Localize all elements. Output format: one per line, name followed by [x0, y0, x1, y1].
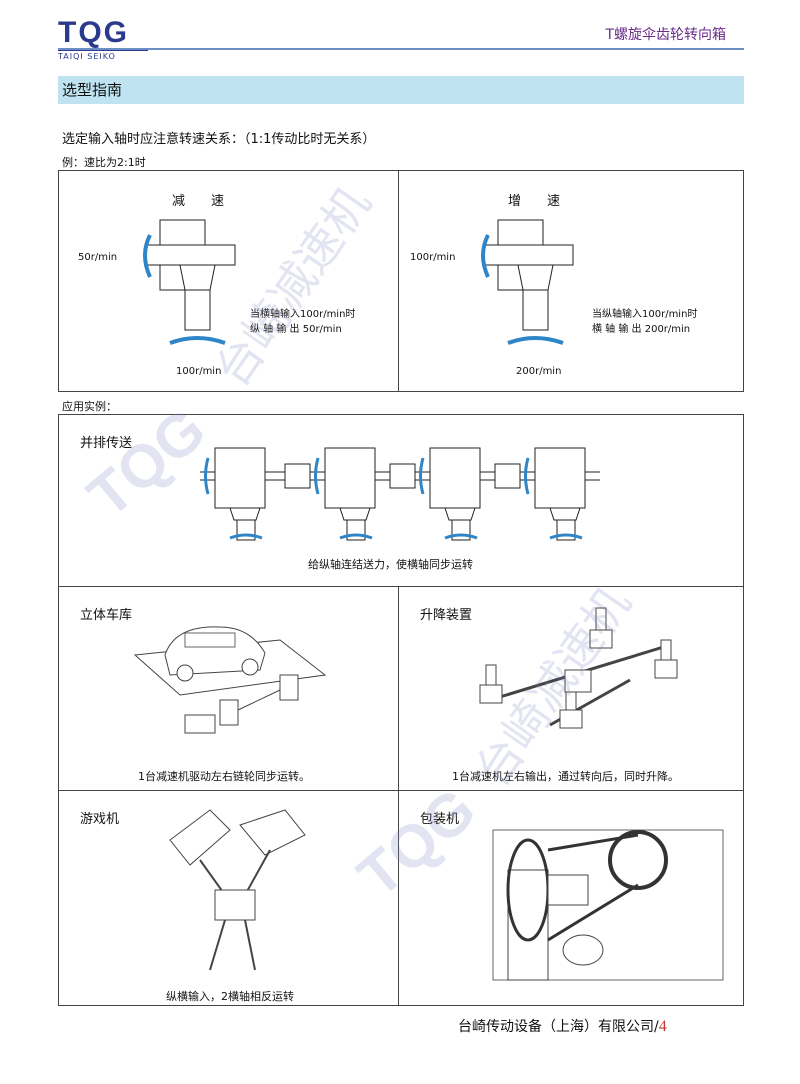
rotation-arrow	[169, 336, 226, 345]
app-title-parallel: 并排传送	[80, 436, 133, 451]
app-caption-game: 纵横输入，2横轴相反运转	[166, 990, 294, 1003]
footer: 台崎传动设备（上海）有限公司/4	[458, 1016, 667, 1036]
app-title-game: 游戏机	[80, 812, 120, 827]
logo-text: TQG	[58, 16, 129, 49]
panel-note1-decel: 当横轴输入100r/min时	[250, 309, 356, 320]
applications-box	[58, 414, 744, 1006]
footer-company: 台崎传动设备（上海）有限公司/	[458, 1019, 659, 1035]
app-title-packaging: 包装机	[420, 812, 460, 827]
packaging-machine-illustration	[492, 829, 724, 981]
panel-title-accel: 增 速	[508, 194, 561, 209]
panel-divider	[398, 170, 399, 392]
intro-line: 选定输入轴时应注意转速关系：（1:1传动比时无关系）	[62, 132, 376, 147]
panel-bottom-speed-accel: 200r/min	[516, 366, 562, 377]
panel-note2-accel: 横 轴 输 出 200r/min	[592, 324, 691, 335]
example-label: 例：速比为2:1时	[62, 156, 146, 169]
applications-label: 应用实例：	[62, 400, 117, 413]
section-title: 选型指南	[58, 76, 744, 104]
gearbox-diagram-accel	[481, 219, 574, 345]
panel-input-speed-accel: 100r/min	[410, 252, 456, 263]
app-caption-parallel: 给纵轴连结送力，使横轴同步运转	[308, 558, 473, 571]
document-title: T螺旋伞齿轮转向箱	[605, 27, 726, 43]
apps-divider-1	[58, 586, 744, 587]
rotation-arrow	[481, 234, 490, 278]
app-caption-lift: 1台减速机左右输出，通过转向后，同时升降。	[452, 770, 679, 783]
company-logo: TQG TAIQI SEIKO	[58, 18, 148, 62]
gearbox-diagram-decel	[143, 219, 236, 345]
app-title-lift: 升降装置	[420, 608, 473, 623]
panel-note2-decel: 纵 轴 输 出 50r/min	[250, 324, 342, 335]
panel-title-decel: 减 速	[172, 194, 225, 209]
header-rule	[58, 48, 744, 50]
apps-divider-vertical	[398, 586, 399, 1006]
rotation-arrow	[143, 234, 152, 278]
apps-divider-2	[58, 790, 744, 791]
app-title-garage: 立体车库	[80, 608, 133, 623]
app-caption-garage: 1台减速机驱动左右链轮同步运转。	[138, 770, 310, 783]
game-machine-illustration	[169, 809, 306, 971]
lift-device-illustration	[479, 607, 678, 729]
garage-illustration	[133, 626, 327, 734]
parallel-conveyor-diagram	[200, 447, 600, 541]
panel-note1-accel: 当纵轴输入100r/min时	[592, 309, 698, 320]
logo-subtitle: TAIQI SEIKO	[58, 50, 148, 61]
panel-input-speed-decel: 50r/min	[78, 252, 118, 263]
example-panels	[58, 170, 744, 392]
panel-bottom-speed-decel: 100r/min	[176, 366, 222, 377]
page-number: 4	[658, 1018, 667, 1035]
rotation-arrow	[507, 336, 564, 345]
